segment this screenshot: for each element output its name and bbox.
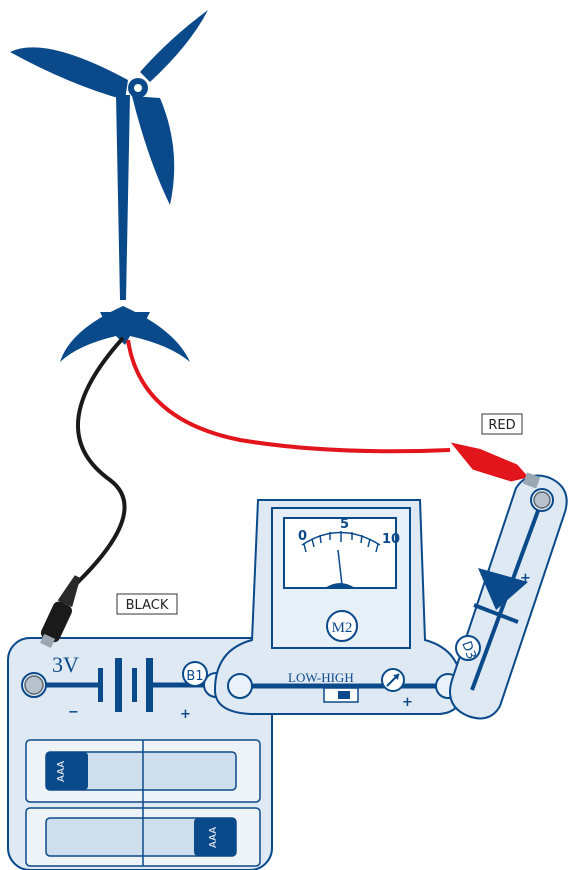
switch-label: LOW-HIGH [288,670,354,685]
turbine-blade-down [132,96,175,205]
dial-0: 0 [298,529,307,544]
aaa-cell-bottom: AAA [45,817,237,857]
battery-plus-sign: + [180,707,191,722]
red-alligator-clip [450,442,541,489]
black-wire [53,336,127,621]
meter-id-label: M2 [332,620,353,636]
battery-minus-sign: − [68,705,79,720]
battery-id-label: B1 [186,669,203,684]
red-label-text: RED [488,418,515,433]
led-plus-sign: + [520,571,531,586]
meter-needle [337,549,343,586]
battery-voltage-label: 3V [52,652,79,677]
dial-5: 5 [340,517,349,532]
red-label: RED [481,413,523,435]
dial-10: 10 [382,532,400,547]
meter-m2: 0 5 10 M2 LOW-HIGH + [213,499,464,715]
red-wire [126,339,451,454]
meter-plus-sign: + [402,695,413,710]
led-d3: + D3 [449,474,568,720]
turbine-blade-right [140,10,208,82]
black-label-text: BLACK [126,598,169,613]
battery-holder-b1: 3V B1 − + AAA AAA [7,637,273,870]
led-id-label: D3 [458,639,478,661]
cell-top-label: AAA [56,761,67,782]
turbine-blade-left [10,47,128,100]
wind-turbine [10,10,208,362]
aaa-cell-top: AAA [45,751,237,791]
cell-bottom-label: AAA [208,827,219,848]
black-label: BLACK [116,593,178,615]
black-alligator-clip [40,575,81,648]
